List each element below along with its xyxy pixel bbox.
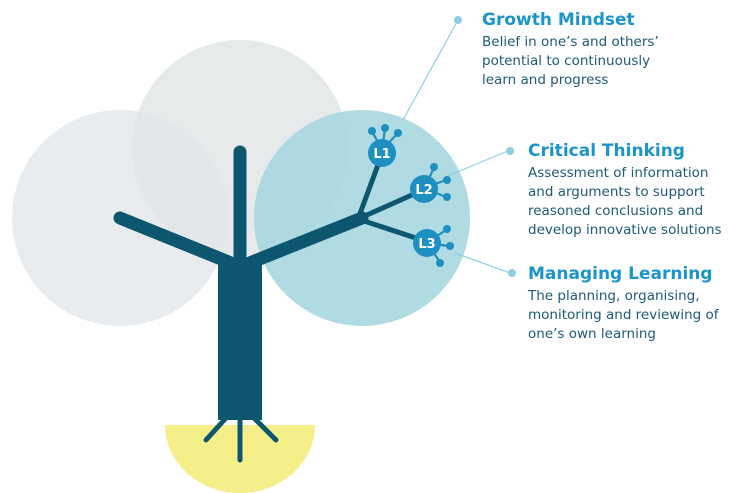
competence-growth-mindset: Growth Mindset Belief in one’s and other… xyxy=(482,10,732,90)
connectors xyxy=(402,19,511,274)
root-left xyxy=(203,415,229,443)
competence-title: Critical Thinking xyxy=(528,141,685,161)
connector-dot-critical xyxy=(506,147,514,155)
competence-description: Belief in one’s and others’ potential to… xyxy=(482,34,659,88)
competence-description: Assessment of information and arguments … xyxy=(528,165,722,238)
connector-dot-managing xyxy=(508,269,516,277)
node-l3-label: L3 xyxy=(418,237,435,252)
competence-critical-thinking: Critical Thinking Assessment of informat… xyxy=(528,141,750,240)
root-right xyxy=(251,415,279,443)
connector-critical xyxy=(444,150,509,178)
node-l2-circle xyxy=(410,175,438,203)
competence-title: Growth Mindset xyxy=(482,10,635,30)
branch-left xyxy=(113,211,243,272)
roots xyxy=(203,415,279,463)
trunk xyxy=(218,258,262,420)
node-l1-circle xyxy=(368,139,396,167)
node-l3: L3 xyxy=(413,225,454,267)
node-l1: L1 xyxy=(368,124,402,167)
competence-managing-learning: Managing Learning The planning, organisi… xyxy=(528,264,750,344)
node-l2: L2 xyxy=(410,163,451,203)
connector-managing xyxy=(454,252,511,274)
node-l3-circle xyxy=(413,229,441,257)
connector-growth xyxy=(402,19,459,121)
node-l1-label: L1 xyxy=(373,147,390,162)
node-l2-label: L2 xyxy=(415,183,432,198)
competence-title: Managing Learning xyxy=(528,264,713,284)
connector-dot-growth xyxy=(454,16,462,24)
competence-description: The planning, organising, monitoring and… xyxy=(528,288,719,342)
